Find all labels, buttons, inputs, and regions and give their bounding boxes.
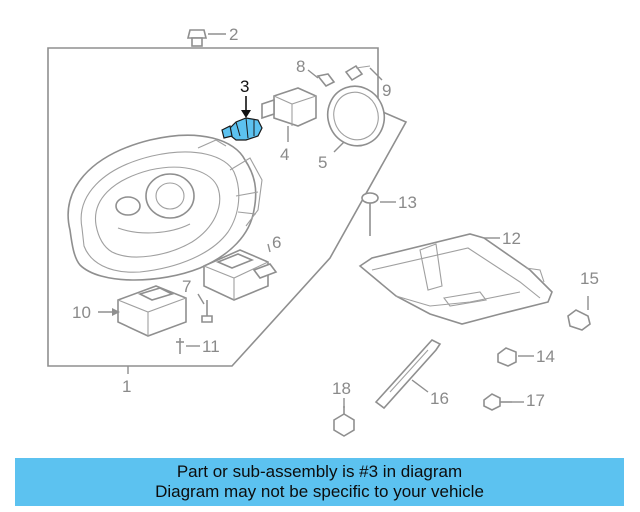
part-18-bolt [333, 406, 355, 437]
part-12-bracket [358, 233, 553, 325]
banner-line-1: Part or sub-assembly is #3 in diagram [176, 462, 463, 481]
callout-10: 10 [72, 303, 91, 322]
callout-5: 5 [318, 153, 327, 172]
part-13-bolt [361, 192, 379, 236]
parts-diagram: 1 2 3 4 5 [47, 25, 599, 437]
part-8-clip [316, 73, 336, 88]
callout-18: 18 [332, 379, 351, 398]
info-banner: Part or sub-assembly is #3 in diagram Di… [15, 458, 624, 506]
part-11-screw [176, 338, 184, 354]
leader-9 [369, 67, 383, 81]
leader-5 [333, 141, 345, 153]
assembly-boundary [47, 47, 408, 367]
leader-8 [307, 69, 319, 79]
callout-2: 2 [229, 25, 238, 44]
banner-line-2: Diagram may not be specific to your vehi… [155, 482, 484, 501]
part-16-strip [374, 339, 442, 410]
part-9-screw [344, 64, 371, 82]
callout-15: 15 [580, 269, 599, 288]
leader-10-arrow [112, 308, 120, 316]
callout-12: 12 [502, 229, 521, 248]
leader-6 [267, 243, 271, 253]
callout-9: 9 [382, 81, 391, 100]
callout-6: 6 [272, 233, 281, 252]
callout-13: 13 [398, 193, 417, 212]
leader-16 [411, 379, 429, 393]
callout-11: 11 [202, 337, 220, 356]
leader-7 [197, 293, 205, 305]
part-17-screw [483, 393, 512, 411]
callout-14: 14 [536, 347, 555, 366]
part-7-screw [201, 300, 213, 323]
callout-3: 3 [240, 77, 249, 96]
part-2-clip [186, 29, 208, 47]
callout-1: 1 [122, 377, 131, 396]
callout-8: 8 [296, 57, 305, 76]
part-3-bulb-highlighted [221, 117, 263, 141]
part-15-bolt [567, 309, 591, 331]
part-10-module [117, 285, 187, 337]
part-14-nut [497, 347, 517, 367]
callout-16: 16 [430, 389, 449, 408]
callout-4: 4 [280, 145, 289, 164]
callout-17: 17 [526, 391, 545, 410]
part-5-seal [326, 85, 386, 147]
leader-3-arrow [241, 110, 251, 118]
callout-7: 7 [182, 277, 191, 296]
part-4-socket [261, 87, 317, 127]
headlamp-housing [67, 134, 263, 281]
part-6-ballast [203, 249, 278, 301]
